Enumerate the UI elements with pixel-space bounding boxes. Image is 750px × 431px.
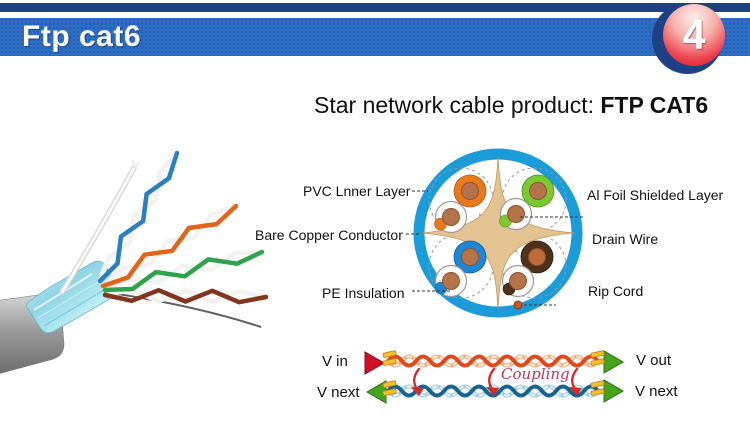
- cable-photo: [0, 150, 269, 374]
- page-title: Ftp cat6: [22, 20, 142, 53]
- green-arrow-right-bottom-icon: [603, 379, 624, 403]
- green-arrow-right-top-icon: [603, 350, 624, 374]
- page-number: 4: [682, 11, 706, 58]
- label-drain-wire: Drain Wire: [592, 231, 659, 247]
- rip-cord-dot: [513, 300, 523, 310]
- label-v-out: V out: [636, 352, 672, 369]
- twisted-pair-orange: [100, 203, 239, 289]
- label-v-in: V in: [322, 353, 348, 370]
- main-title-bold: FTP CAT6: [600, 92, 709, 118]
- label-pvc-inner-layer: PVC Lnner Layer: [303, 183, 411, 199]
- cable-cross-section-diagram: [406, 148, 585, 318]
- orange-signal-wire: [386, 354, 600, 368]
- header-top-stripe: [0, 3, 750, 12]
- pair-brown: [501, 240, 554, 298]
- twisted-pair-green: [102, 249, 265, 293]
- label-coupling: Coupling: [501, 365, 570, 383]
- label-v-next-left: V next: [317, 384, 360, 401]
- label-bare-copper-conductor: Bare Copper Conductor: [255, 227, 403, 243]
- label-al-foil-shielded-layer: Al Foil Shielded Layer: [587, 187, 724, 203]
- drain-wire-strand: [103, 291, 262, 328]
- blue-signal-wire: [386, 384, 600, 398]
- coupling-arrow-icons: [411, 367, 582, 396]
- red-arrow-right-icon: [364, 351, 385, 375]
- coupling-diagram: [364, 350, 624, 404]
- label-pe-insulation: PE Insulation: [322, 285, 405, 301]
- label-rip-cord: Rip Cord: [588, 283, 644, 299]
- main-title-regular: Star network cable product:: [314, 92, 601, 118]
- pair-orange: [434, 174, 487, 234]
- pair-green: [499, 174, 555, 231]
- leader-lines: [406, 190, 585, 306]
- twisted-pair-blue: [97, 150, 180, 284]
- header-banner: Ftp cat6: [0, 18, 750, 56]
- main-title: Star network cable product: FTP CAT6: [314, 92, 708, 119]
- label-v-next-right: V next: [635, 383, 678, 400]
- wire-end-markers: [382, 350, 605, 396]
- page-number-badge: 4: [663, 4, 725, 66]
